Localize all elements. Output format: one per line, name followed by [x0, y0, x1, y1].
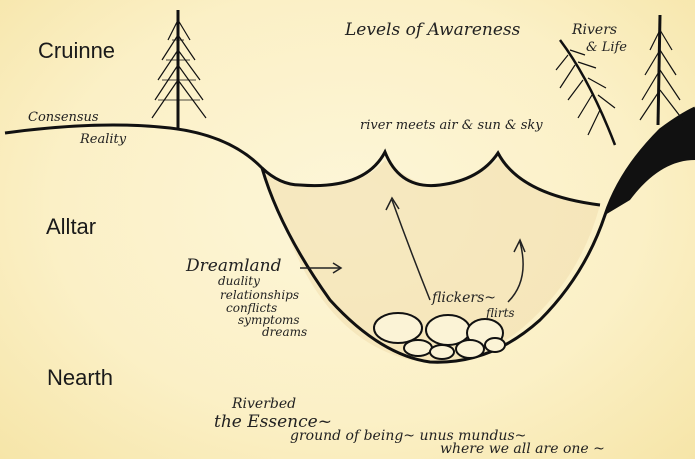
- diagram-title: Levels of Awareness: [345, 20, 520, 40]
- subtitle-life: & Life: [586, 40, 627, 55]
- consensus-label: Consensus: [28, 110, 99, 125]
- riverbed-label: Riverbed: [232, 396, 296, 412]
- flirts-label: flirts: [486, 306, 515, 320]
- leaning-tree: [556, 40, 615, 145]
- dreamland-item: duality: [218, 274, 260, 288]
- dreamland-item: relationships: [220, 288, 299, 302]
- right-hill: [605, 108, 695, 215]
- level-label-alltar: Alltar: [46, 214, 96, 240]
- dreamland-label: Dreamland: [186, 256, 281, 276]
- oneness-label: where we all are one ~: [440, 441, 605, 457]
- reality-label: Reality: [80, 132, 126, 147]
- subtitle-rivers: Rivers: [572, 22, 617, 38]
- level-label-cruinne: Cruinne: [38, 38, 115, 64]
- level-label-nearth: Nearth: [47, 365, 113, 391]
- pine-tree-right: [640, 15, 683, 125]
- water-surface-label: river meets air & sun & sky: [360, 118, 543, 133]
- flickers-label: flickers~: [432, 290, 496, 306]
- pine-tree-left: [152, 10, 206, 130]
- dreamland-item: dreams: [262, 325, 307, 339]
